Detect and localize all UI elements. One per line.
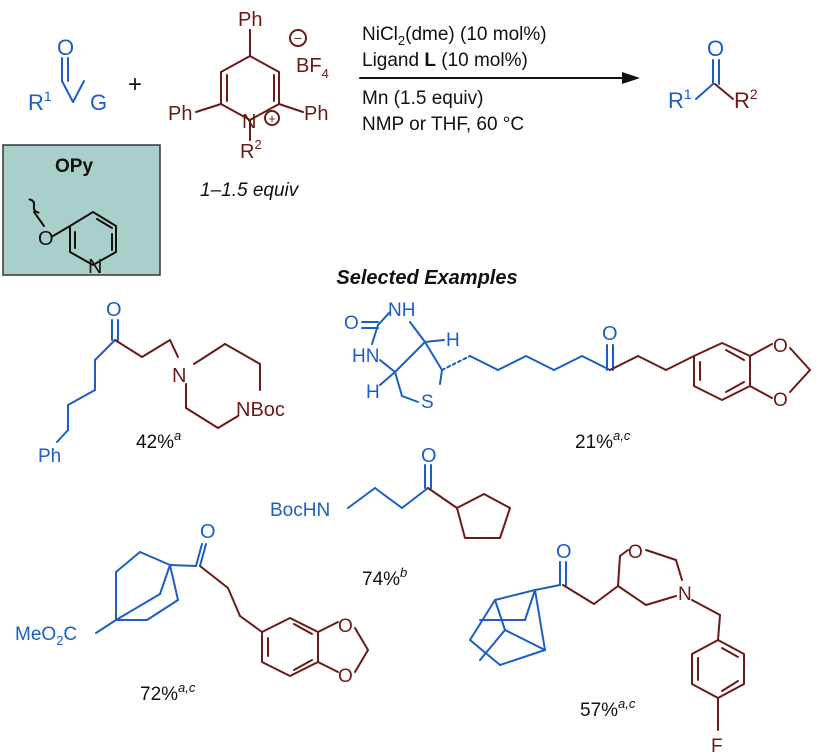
opy-box: OPy O N (2, 144, 161, 278)
ex4-o: O (200, 521, 216, 543)
ex2-h-top: H (446, 330, 460, 351)
example-1: Ph O N NBoc 42%a (38, 299, 285, 467)
product-o: O (707, 36, 724, 61)
example-4: MeO2C O O O 72%a,c (15, 521, 369, 705)
ex5-yield: 57%a,c (580, 696, 636, 721)
solvent-text: NMP or THF, 60 °C (362, 114, 524, 135)
ligand-text: Ligand L (10 mol%) (362, 50, 528, 71)
ex4-ester: MeO2C (15, 624, 77, 648)
pyridinium-n: N (242, 111, 256, 133)
pyridinium-r2: R2 (240, 137, 262, 163)
minus-charge: − (294, 30, 302, 46)
acyl-substrate: O R1 G (28, 35, 107, 115)
ketone-product: O R1 R2 (668, 36, 758, 113)
ex2-ketone-o: O (602, 323, 618, 345)
ex4-yield: 72%a,c (140, 680, 196, 705)
acyl-carbonyl-o: O (57, 35, 74, 60)
opy-title: OPy (55, 156, 93, 177)
reductant-text: Mn (1.5 equiv) (362, 88, 483, 109)
product-r2: R2 (734, 86, 758, 113)
pyridinium-salt: Ph Ph Ph N + R2 − BF4 (168, 9, 329, 163)
ex1-yield: 42%a (136, 428, 181, 453)
ex3-o: O (421, 445, 437, 467)
ex4-o-top: O (338, 616, 353, 637)
acyl-r1: R1 (28, 88, 52, 115)
equiv-label: 1–1.5 equiv (200, 180, 300, 201)
ex2-yield: 21%a,c (575, 428, 631, 453)
reaction-arrow-head (622, 72, 640, 84)
example-5: O O N F 57%a,c (469, 541, 745, 756)
ex5-f: F (711, 736, 723, 756)
ex2-o-top: O (773, 336, 788, 357)
tetrafluoroborate: BF4 (296, 55, 329, 81)
plus-sign: + (128, 71, 142, 98)
ex5-n: N (678, 584, 692, 605)
plus-charge: + (268, 111, 276, 126)
ex2-h-bottom: H (366, 382, 380, 403)
reaction-conditions: NiCl2(dme) (10 mol%) Ligand L (10 mol%) … (359, 24, 640, 135)
ph-top: Ph (238, 9, 262, 31)
acyl-g: G (90, 90, 107, 115)
ex1-nboc: NBoc (236, 399, 285, 421)
ex2-nh: NH (388, 300, 415, 321)
ex2-s: S (421, 392, 434, 413)
section-title: Selected Examples (336, 267, 517, 289)
opy-o: O (38, 228, 54, 250)
ex1-o: O (106, 299, 122, 321)
ex1-ph: Ph (38, 446, 61, 467)
ex3-yield: 74%b (362, 565, 407, 590)
product-r1: R1 (668, 86, 692, 113)
example-2: O NH HN H H S O O (344, 300, 811, 453)
example-3: BocHN O 74%b (270, 445, 511, 590)
ex2-o-bottom: O (773, 390, 788, 411)
ph-right: Ph (304, 103, 328, 125)
ex2-urea-o: O (344, 313, 359, 334)
ex3-bochn: BocHN (270, 500, 330, 521)
ex1-n1: N (172, 365, 186, 387)
opy-n: N (88, 256, 102, 278)
ph-left: Ph (168, 103, 192, 125)
ex4-o-bottom: O (338, 666, 353, 687)
ex5-ring-o: O (628, 542, 643, 563)
ex5-ketone-o: O (556, 541, 572, 563)
ex2-hn: HN (352, 346, 379, 367)
catalyst-text: NiCl2(dme) (10 mol%) (362, 24, 547, 48)
